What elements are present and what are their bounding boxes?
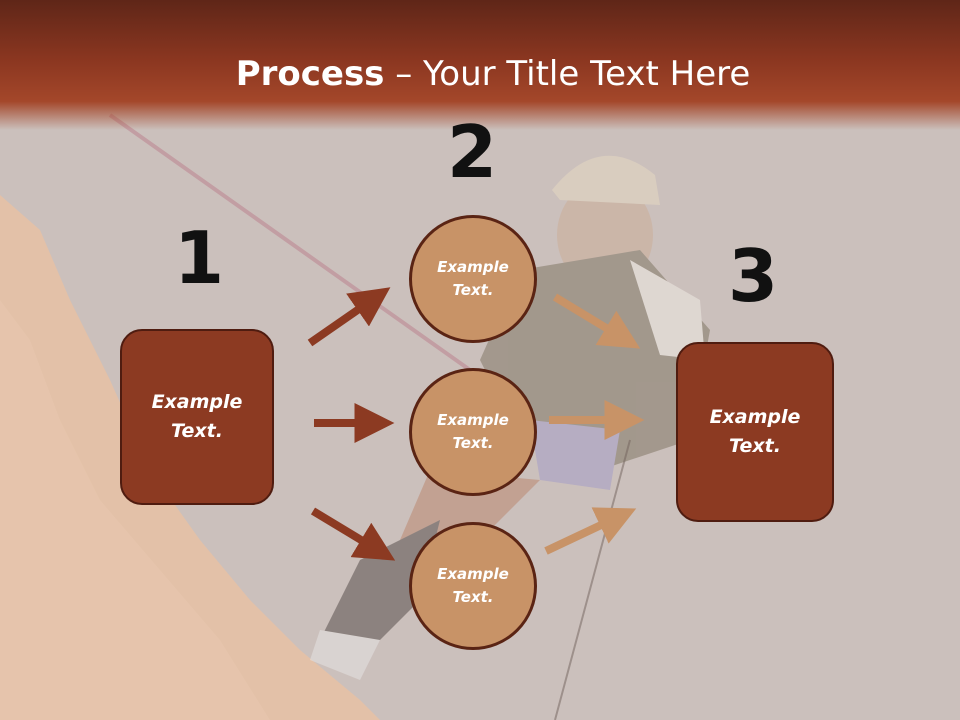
step-1-box-label: Example Text.: [151, 391, 243, 442]
step-number-2: 2: [446, 110, 498, 194]
slide-title: Process – Your Title Text Here: [0, 52, 960, 96]
step-1-box: Example Text.: [120, 329, 274, 505]
title-bold: Process: [235, 54, 385, 94]
step-2-circle-top: Example Text.: [409, 215, 537, 343]
step-2-circle-bottom: Example Text.: [409, 522, 537, 650]
title-bar: [0, 0, 960, 130]
step-3-box: Example Text.: [676, 342, 834, 522]
arrow-circle-bottom-to-box3: [544, 507, 637, 555]
circle-top-label: Example Text.: [437, 258, 509, 299]
step-number-1: 1: [173, 216, 225, 300]
arrow-circle-top-to-box3: [552, 293, 641, 349]
step-number-3: 3: [727, 234, 779, 318]
circle-bottom-label: Example Text.: [437, 565, 509, 606]
circle-middle-label: Example Text.: [437, 411, 509, 452]
step-2-circle-middle: Example Text.: [409, 368, 537, 496]
step-3-box-label: Example Text.: [709, 406, 801, 457]
arrow-box1-to-circle-top: [307, 287, 391, 347]
arrow-box1-to-circle-bottom: [310, 507, 396, 561]
title-rest: – Your Title Text Here: [384, 54, 751, 94]
